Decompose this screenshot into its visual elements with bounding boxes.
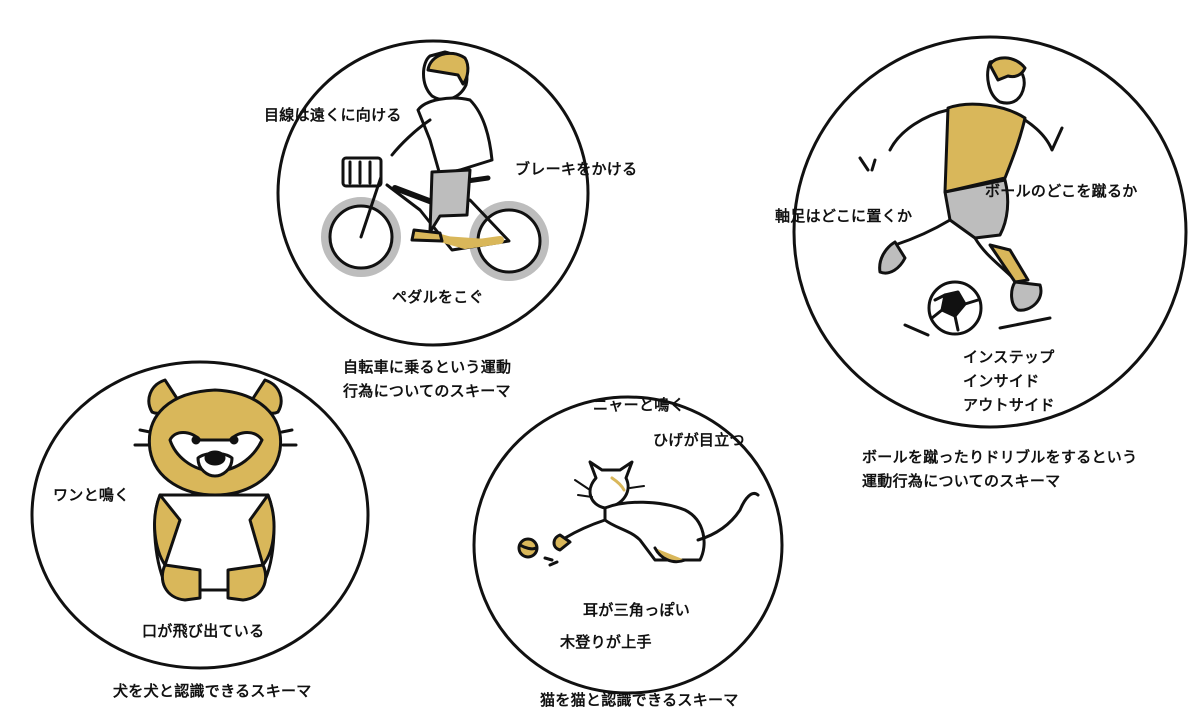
soccer-caption: ボールを蹴ったりドリブルをするという 運動行為についてのスキーマ xyxy=(862,445,1137,493)
dog-caption: 犬を犬と認識できるスキーマ xyxy=(113,682,312,700)
dog-illustration xyxy=(133,378,298,602)
cat-illustration xyxy=(517,460,760,567)
kick-type: アウトサイド xyxy=(963,396,1055,414)
bicycle-caption-line: 自転車に乗るという運動 xyxy=(343,358,512,376)
label-brake: ブレーキをかける xyxy=(515,160,638,178)
label-pedal: ペダルをこぐ xyxy=(392,288,484,306)
label-whiskers: ひげが目立つ xyxy=(653,431,745,449)
soccer-caption-line: ボールを蹴ったりドリブルをするという xyxy=(862,448,1138,466)
bicycle-caption-line: 行為についてのスキーマ xyxy=(343,382,511,400)
label-ball-spot: ボールのどこを蹴るか xyxy=(985,182,1138,200)
kick-types: インステップ インサイド アウトサイド xyxy=(963,345,1055,417)
soccer-caption-line: 運動行為についてのスキーマ xyxy=(862,472,1061,490)
soccer-illustration xyxy=(858,56,1064,337)
kick-type: インサイド xyxy=(963,372,1040,390)
bicycle-illustration xyxy=(321,50,549,281)
label-mouth: 口が飛び出ている xyxy=(142,622,265,640)
bicycle-caption: 自転車に乗るという運動 行為についてのスキーマ xyxy=(343,355,511,403)
label-bark: ワンと鳴く xyxy=(53,486,130,504)
label-ears: 耳が三角っぽい xyxy=(583,601,691,619)
cat-caption: 猫を猫と認識できるスキーマ xyxy=(540,691,739,709)
soccer-circle xyxy=(792,35,1188,429)
label-climb: 木登りが上手 xyxy=(560,633,652,651)
label-meow: ニャーと鳴く xyxy=(593,396,685,414)
cat-circle xyxy=(472,395,784,695)
kick-type: インステップ xyxy=(963,348,1055,366)
bicycle-circle xyxy=(276,39,590,347)
dog-circle xyxy=(30,360,370,670)
label-gaze: 目線は遠くに向ける xyxy=(264,106,402,124)
label-pivot-foot: 軸足はどこに置くか xyxy=(775,207,913,225)
